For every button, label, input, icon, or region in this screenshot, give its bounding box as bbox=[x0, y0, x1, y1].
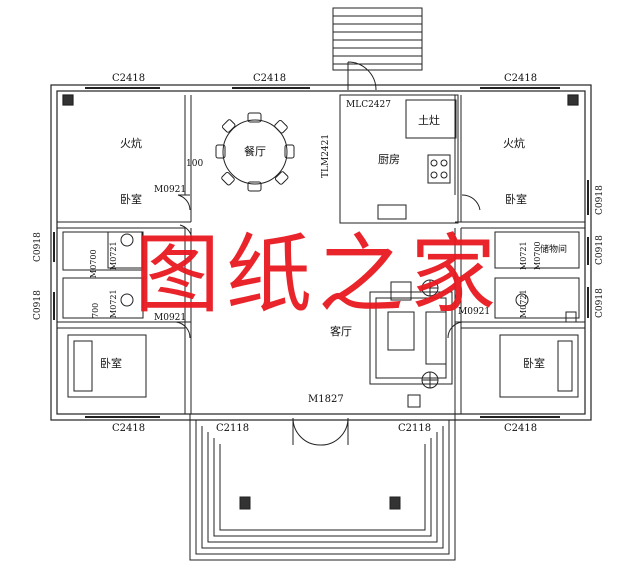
window-label-right-lower: C0918 bbox=[595, 288, 605, 318]
room-kitchen: 厨房 bbox=[378, 153, 400, 166]
door-label-tlm: TLM2421 bbox=[321, 133, 331, 178]
window-label-bottom-left: C2418 bbox=[112, 423, 146, 434]
room-bedroom-top-right: 卧室 bbox=[505, 193, 527, 206]
window-label-right-upper: C0918 bbox=[595, 185, 605, 215]
room-bedroom-bottom-right: 卧室 bbox=[523, 357, 545, 370]
door-label-m0721-l2: M0721 bbox=[109, 289, 118, 318]
door-label-m0700-l: M0700 bbox=[89, 249, 98, 278]
window-label-top-right: C2418 bbox=[504, 73, 538, 84]
door-label-m0721-l1: M0721 bbox=[109, 241, 118, 270]
window-label-right-mid: C0918 bbox=[595, 235, 605, 265]
window-label-top-mid: C2418 bbox=[253, 73, 287, 84]
outer-walls bbox=[50, 84, 592, 421]
window-label-bottom-mid-right: C2118 bbox=[398, 423, 432, 434]
door-label-mlc: MLC2427 bbox=[346, 100, 391, 110]
window-label-left-lower: C0918 bbox=[33, 290, 43, 320]
room-living: 客厅 bbox=[330, 325, 352, 338]
living-sofa-set bbox=[369, 279, 453, 389]
door-label-m0921-mr: M0921 bbox=[458, 307, 491, 317]
room-bedroom-top-left: 卧室 bbox=[120, 193, 142, 206]
watermark-text: 图纸之家 bbox=[134, 225, 502, 325]
front-terrace bbox=[189, 394, 456, 561]
door-label-m1827: M1827 bbox=[308, 394, 344, 405]
dimension-100: 100 bbox=[186, 159, 204, 169]
door-label-m0921-tl: M0921 bbox=[154, 185, 187, 195]
door-label-m0721-r2: M0721 bbox=[519, 289, 528, 318]
window-label-bottom-mid-left: C2118 bbox=[216, 423, 250, 434]
door-label-m0721-r1: M0721 bbox=[519, 241, 528, 270]
room-kang-left: 火炕 bbox=[120, 137, 142, 150]
window-label-left-upper: C0918 bbox=[33, 232, 43, 262]
top-windows bbox=[53, 87, 589, 418]
room-dining: 餐厅 bbox=[244, 145, 266, 158]
room-bedroom-bottom-left: 卧室 bbox=[100, 357, 122, 370]
dimension-700: 700 bbox=[91, 302, 100, 318]
interior-walls bbox=[57, 94, 585, 414]
beds bbox=[67, 334, 579, 398]
door-swings bbox=[175, 61, 481, 446]
dining-table bbox=[215, 112, 295, 192]
door-label-m0921-ml: M0921 bbox=[154, 313, 187, 323]
window-label-bottom-right: C2418 bbox=[504, 423, 538, 434]
entry-stairs bbox=[332, 7, 423, 71]
room-kang-right: 火炕 bbox=[503, 137, 525, 150]
window-label-top-left: C2418 bbox=[112, 73, 146, 84]
room-stove: 土灶 bbox=[418, 114, 440, 127]
room-storage: 储物间 bbox=[540, 245, 568, 255]
